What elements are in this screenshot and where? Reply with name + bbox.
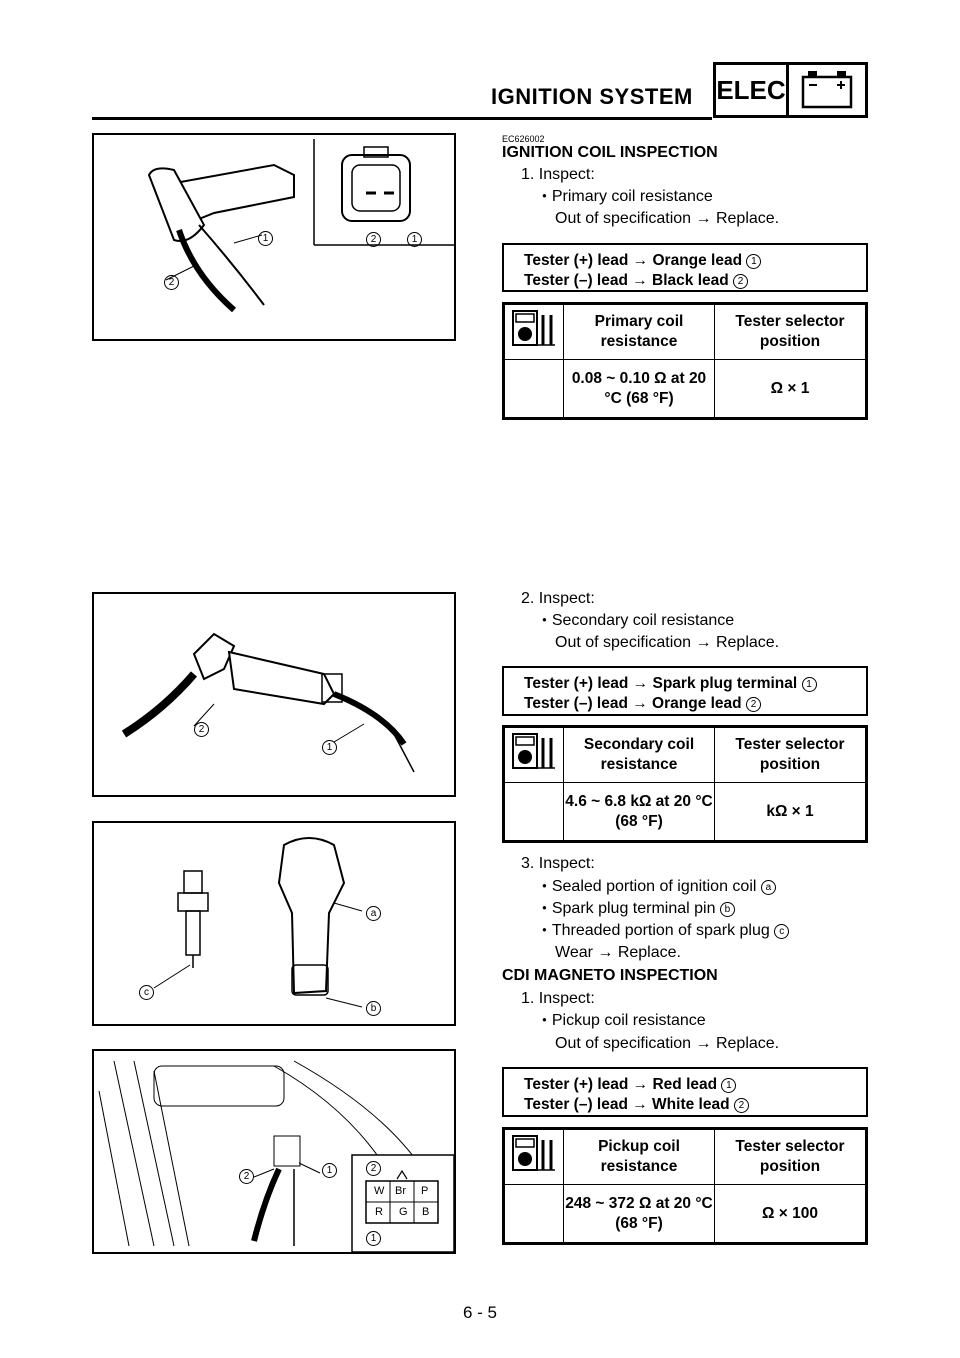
spec-value: 0.08 ~ 0.10 Ω at 20 °C (68 °F) [563, 359, 715, 418]
selector-value: Ω × 1 [714, 359, 866, 418]
inspect-item-text: Pickup coil resistance [551, 1012, 706, 1029]
fig1-label: 1 [258, 231, 273, 246]
section-title: CDI MAGNETO INSPECTION [502, 967, 718, 984]
lead-box: Tester (+) lead → Orange lead 1 Tester (… [502, 243, 868, 292]
header-rule [92, 117, 712, 120]
fig3-label: c [139, 985, 154, 1000]
col-header: Tester selector position [714, 727, 866, 783]
spec-value: 248 ~ 372 Ω at 20 °C (68 °F) [563, 1184, 715, 1243]
connector-grid: W Br P R G B [368, 1182, 440, 1224]
spec-note: Out of specification → Replace. [555, 634, 780, 651]
fig4-label: 2 [366, 1161, 381, 1176]
lead-line: Tester (+) lead → Spark plug terminal 1 [524, 674, 866, 694]
lead-line: Tester (–) lead → White lead 2 [524, 1095, 866, 1115]
col-header: Secondary coil resistance [563, 727, 715, 783]
col-header: Tester selector position [714, 1129, 866, 1185]
figure-cdi-magneto: 2 1 2 1 W Br P R G B [92, 1049, 456, 1254]
lead-line: Tester (+) lead → Red lead 1 [524, 1075, 866, 1095]
col-header: Tester selector position [714, 304, 866, 360]
step-label: 2. Inspect: [521, 590, 595, 607]
wire-color: R [375, 1206, 383, 1218]
doc-code: EC626002 [502, 134, 545, 144]
tester-icon [504, 1129, 564, 1185]
spec-note: Out of specification → Replace. [555, 210, 780, 227]
wire-color: P [421, 1185, 429, 1197]
inspect-item: Primary coil resistance [542, 188, 713, 206]
tester-icon [504, 304, 564, 360]
lead-box: Tester (+) lead → Spark plug terminal 1 … [502, 666, 868, 716]
inspect-item: Pickup coil resistance [542, 1012, 706, 1030]
section-title: IGNITION COIL INSPECTION [502, 144, 718, 161]
inspect-item: Spark plug terminal pin b [542, 900, 735, 918]
fig2-label: 1 [322, 740, 337, 755]
inspect-item-text: Secondary coil resistance [551, 612, 735, 629]
wire-color: B [422, 1206, 430, 1218]
spec-note: Out of specification → Replace. [555, 1035, 780, 1052]
inspect-item: Threaded portion of spark plug c [542, 922, 790, 940]
step-label: 3. Inspect: [521, 855, 595, 872]
fig3-label: b [366, 1001, 381, 1016]
spec-table: Primary coil resistance Tester selector … [502, 302, 868, 420]
lead-box: Tester (+) lead → Red lead 1 Tester (–) … [502, 1067, 868, 1117]
fig3-label: a [366, 906, 381, 921]
section-header-title: IGNITION SYSTEM [491, 84, 693, 109]
selector-value: Ω × 100 [714, 1184, 866, 1243]
elec-tag: ELEC [713, 62, 789, 118]
inspect-item: Secondary coil resistance [542, 612, 734, 630]
col-header: Pickup coil resistance [563, 1129, 715, 1185]
fig1-label: 1 [407, 232, 422, 247]
step-label: 1. Inspect: [521, 990, 595, 1007]
spec-note: Wear → Replace. [555, 944, 681, 961]
col-header: Primary coil resistance [563, 304, 715, 360]
page-number: 6 - 5 [462, 1303, 498, 1322]
lead-line: Tester (–) lead → Black lead 2 [524, 271, 866, 291]
fig1-label: 2 [366, 232, 381, 247]
step-label: 1. Inspect: [521, 166, 595, 183]
figure-ignition-coil-primary: 1 2 2 1 [92, 133, 456, 341]
spec-table: Pickup coil resistance Tester selector p… [502, 1127, 868, 1245]
mark-label: c [774, 924, 790, 939]
battery-icon [786, 62, 868, 118]
wire-color: Br [395, 1185, 406, 1197]
selector-value: kΩ × 1 [714, 782, 866, 841]
inspect-item: Sealed portion of ignition coil a [542, 878, 776, 896]
spec-table: Secondary coil resistance Tester selecto… [502, 725, 868, 843]
wire-color: W [374, 1185, 385, 1197]
fig4-label: 2 [239, 1169, 254, 1184]
mark-label: b [719, 902, 735, 917]
fig4-label: 1 [366, 1231, 381, 1246]
figure-spark-plug-coil: a b c [92, 821, 456, 1026]
wire-color: G [399, 1206, 408, 1218]
lead-line: Tester (–) lead → Orange lead 2 [524, 694, 866, 714]
spec-value: 4.6 ~ 6.8 kΩ at 20 °C (68 °F) [563, 782, 715, 841]
mark-label: a [760, 880, 776, 895]
lead-line: Tester (+) lead → Orange lead 1 [524, 251, 866, 271]
figure-ignition-coil-secondary: 2 1 [92, 592, 456, 797]
fig2-label: 2 [194, 722, 209, 737]
tester-icon [504, 727, 564, 783]
inspect-item-text: Primary coil resistance [551, 188, 713, 205]
fig4-label: 1 [322, 1163, 337, 1178]
fig1-label: 2 [164, 275, 179, 290]
